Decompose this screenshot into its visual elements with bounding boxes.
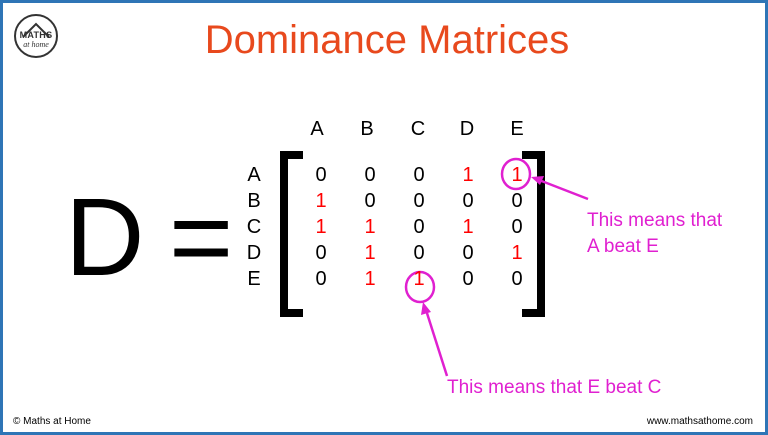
matrix-cell-c-d: 1 (462, 216, 474, 238)
page-title: Dominance Matrices (204, 18, 570, 62)
copyright-text: © Maths at Home (13, 416, 91, 427)
arrowhead-e-c (421, 302, 431, 315)
matrix-cell-c-e: 0 (511, 216, 523, 238)
annotation-a-beat-e-line-1: This means that (587, 210, 723, 231)
matrix-cell-d-a: 0 (315, 242, 327, 264)
matrix-cell-c-b: 1 (364, 216, 376, 238)
matrix-cell-e-a: 0 (315, 268, 327, 290)
highlight-circle-a-e (500, 157, 532, 191)
column-label-c: C (410, 118, 426, 140)
row-label-b: B (247, 190, 261, 212)
column-label-b: B (360, 118, 374, 140)
matrix-cell-a-c: 0 (413, 164, 425, 186)
matrix-cell-e-d: 0 (462, 268, 474, 290)
matrix-cell-a-e: 1 (511, 164, 523, 186)
arrow-line-e-c (424, 309, 449, 377)
annotation-a-beat-e: This means that A beat E (587, 208, 737, 260)
maths-at-home-logo: MATHS at home (13, 13, 59, 59)
annotation-a-beat-e-line-2: A beat E (587, 236, 659, 257)
matrix-diagram (280, 151, 589, 377)
matrix-cell-d-d: 0 (462, 242, 474, 264)
column-label-d: D (459, 118, 475, 140)
row-label-e: E (247, 268, 261, 290)
matrix-cell-d-c: 0 (413, 242, 425, 264)
logo-at-home-text: at home (23, 40, 49, 49)
right-bracket (522, 151, 545, 317)
arrowhead-a-e (531, 176, 544, 185)
matrix-cell-d-b: 1 (364, 242, 376, 264)
matrix-cell-b-b: 0 (364, 190, 376, 212)
matrix-cell-d-e: 1 (511, 242, 523, 264)
row-label-a: A (247, 164, 261, 186)
column-label-a: A (310, 118, 324, 140)
matrix-cell-c-a: 1 (315, 216, 327, 238)
matrix-cell-b-d: 0 (462, 190, 474, 212)
annotation-e-beat-c: This means that E beat C (447, 377, 662, 398)
matrix-cell-e-b: 1 (364, 268, 376, 290)
logo-maths-text: MATHS (19, 30, 53, 40)
logo-house-icon (14, 14, 58, 58)
matrix-cell-b-e: 0 (511, 190, 523, 212)
website-url: www.mathsathome.com (646, 416, 753, 427)
matrix-cell-c-c: 0 (413, 216, 425, 238)
matrix-cell-a-a: 0 (315, 164, 327, 186)
arrow-line-a-e (538, 178, 589, 201)
highlight-circle-e-c (404, 270, 436, 304)
matrix-cell-e-e: 0 (511, 268, 523, 290)
matrix-cell-a-d: 1 (462, 164, 474, 186)
matrix-cell-b-c: 0 (413, 190, 425, 212)
matrix-cell-a-b: 0 (364, 164, 376, 186)
left-bracket (280, 151, 303, 317)
matrix-cell-e-c: 1 (413, 268, 425, 290)
equals-sign: = (169, 176, 234, 299)
column-label-e: E (510, 118, 524, 140)
matrix-cell-b-a: 1 (315, 190, 327, 212)
matrix-name: D (65, 176, 145, 299)
row-label-d: D (246, 242, 262, 264)
row-label-c: C (246, 216, 262, 238)
